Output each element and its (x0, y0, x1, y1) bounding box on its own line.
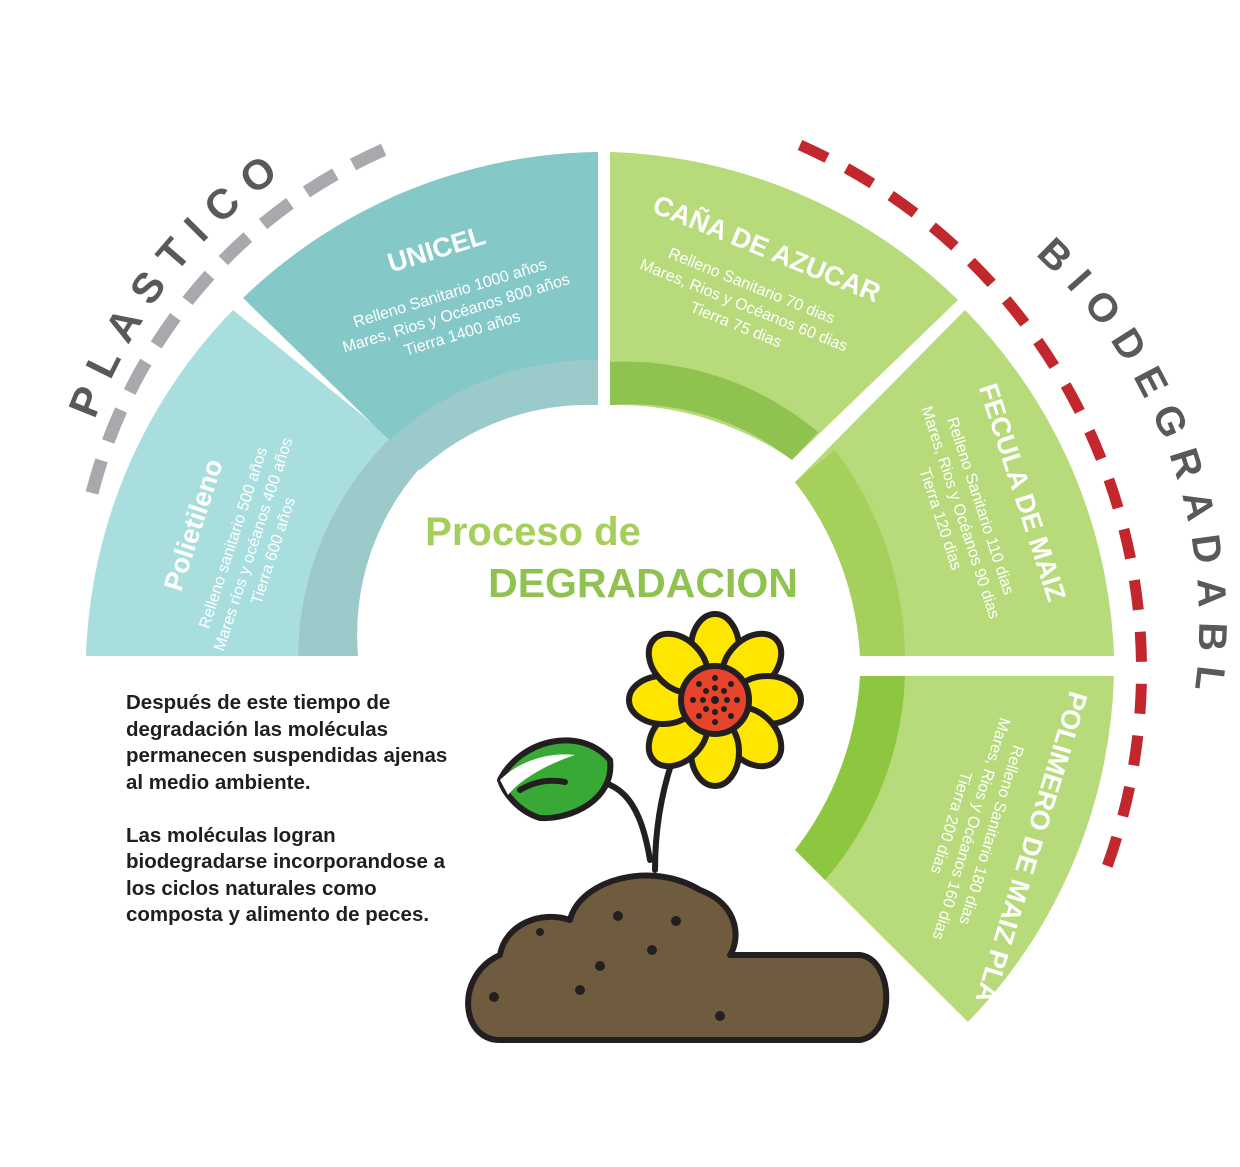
flower-seeds (690, 675, 740, 725)
explanation-text: Después de este tiempo de degradación la… (126, 690, 466, 955)
biodegradables-dashed-arc (797, 139, 1148, 888)
plant-illustration (465, 611, 890, 1043)
leaf-vein (517, 777, 568, 793)
soil-specks (489, 911, 725, 1021)
segment-polietileno-band (298, 438, 420, 656)
plastics-dashed-arc (85, 138, 398, 495)
segment-cana-band (610, 361, 818, 460)
explanation-paragraph-1: Después de este tiempo de degradación la… (126, 691, 448, 794)
center-title-line-2: DEGRADACION (488, 560, 798, 606)
flower (626, 611, 804, 789)
segment-polimero-band (795, 676, 905, 880)
segment-polietileno (86, 310, 390, 656)
leaf-highlight (500, 754, 575, 795)
segment-fecula-band (795, 450, 905, 656)
center-title-line-1: Proceso de (425, 510, 641, 554)
soil-mound (465, 872, 890, 1043)
segment-unicel-band (390, 359, 598, 470)
explanation-paragraph-2: Las moléculas logran biodegradarse incor… (126, 823, 445, 927)
